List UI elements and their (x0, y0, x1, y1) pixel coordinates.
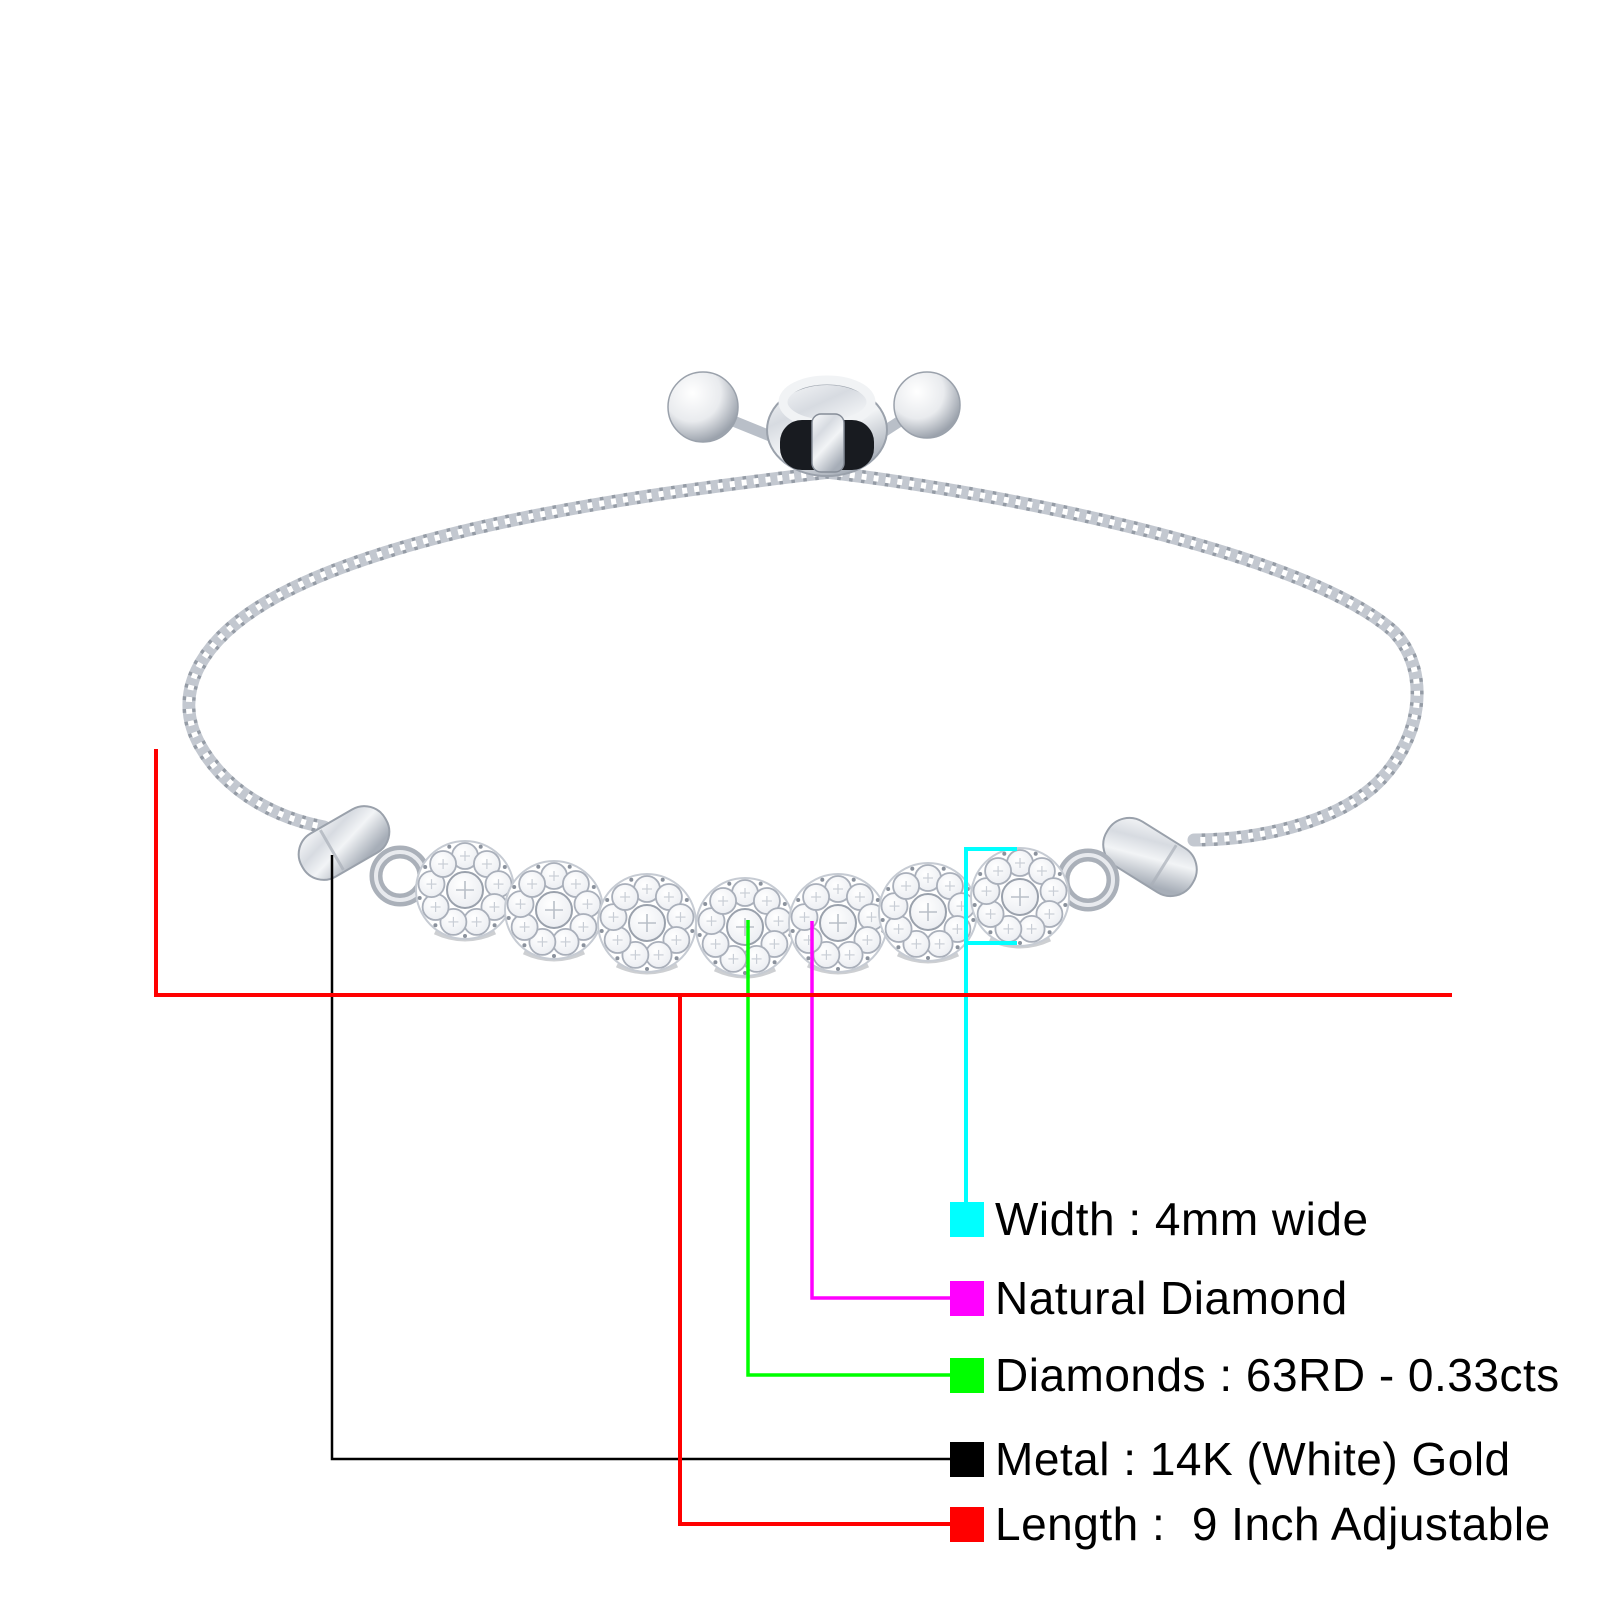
metal-color-swatch (950, 1441, 984, 1477)
length-color-swatch (950, 1506, 984, 1542)
clasp-ball-left (667, 371, 739, 443)
slider-center-bar (811, 413, 845, 473)
diamond-cluster (878, 862, 978, 964)
spec-row-width: Width : 4mm wide (950, 1196, 1369, 1242)
slider-clasp (667, 371, 961, 477)
width-color-swatch (950, 1201, 984, 1237)
chain-right (819, 465, 1424, 847)
chain-left (182, 465, 837, 834)
width-spec-label: Width : 4mm wide (995, 1193, 1369, 1245)
diamonds-color-swatch (950, 1357, 984, 1393)
spec-row-diamonds: Diamonds : 63RD - 0.33cts (950, 1352, 1560, 1398)
chain (182, 465, 1424, 847)
metal-spec-label: Metal : 14K (White) Gold (995, 1433, 1511, 1485)
end-cap-right (1102, 816, 1198, 898)
diamond-cluster (597, 873, 697, 975)
diamond-cluster (788, 873, 888, 975)
width-bracket (964, 847, 1017, 945)
diamond-cluster-bar (415, 840, 1070, 979)
diamond-cluster (695, 877, 795, 979)
end-cap-left (297, 805, 391, 881)
diamond-cluster (504, 860, 604, 962)
diamonds-spec-label: Diamonds : 63RD - 0.33cts (995, 1349, 1560, 1401)
clasp-ball-right (893, 371, 961, 439)
diamond-cluster (415, 840, 515, 942)
natural-diamond-spec-label: Natural Diamond (995, 1272, 1348, 1324)
spec-row-length: Length : 9 Inch Adjustable (950, 1501, 1551, 1547)
diamonds-leader-line (746, 920, 952, 1377)
natural-diamond-leader-line (810, 921, 952, 1300)
length-extent-line (154, 749, 1452, 997)
jump-ring-right (1056, 848, 1120, 912)
annotation-lines (154, 749, 1452, 1526)
length-leader-line (678, 995, 952, 1526)
spec-row-natural-diamond: Natural Diamond (950, 1275, 1348, 1321)
spec-row-metal: Metal : 14K (White) Gold (950, 1436, 1511, 1482)
metal-leader-line (330, 855, 952, 1461)
diamond-cluster (970, 847, 1070, 949)
natural-diamond-color-swatch (950, 1280, 984, 1316)
length-spec-label: Length : 9 Inch Adjustable (995, 1498, 1551, 1550)
